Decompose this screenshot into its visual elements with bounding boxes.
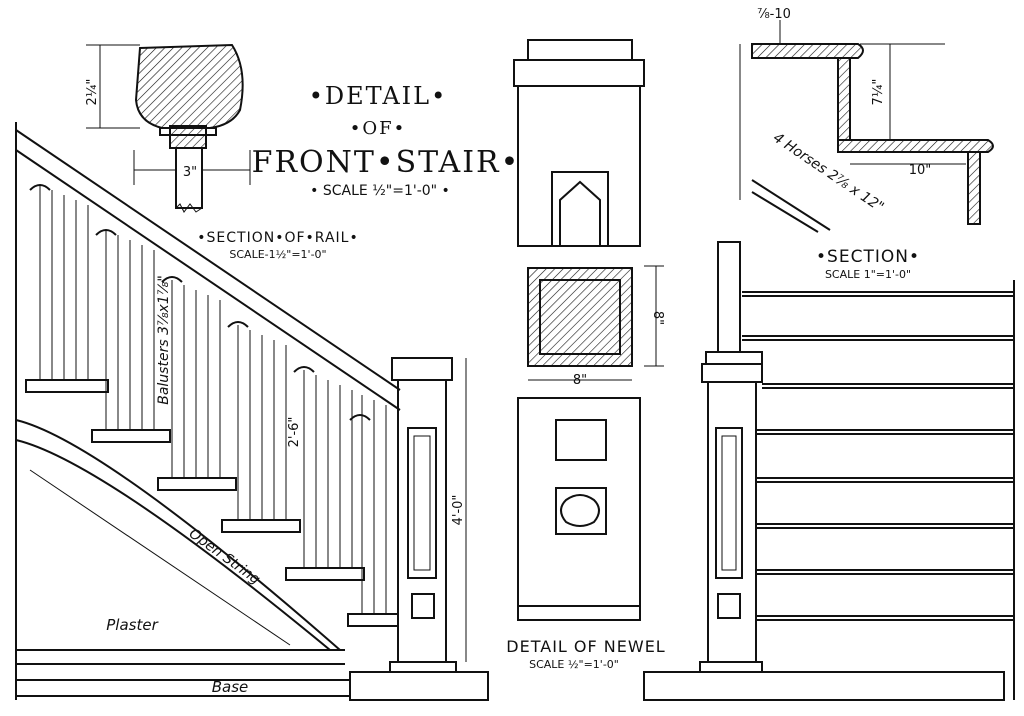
newel-side-dim: 8" — [650, 311, 665, 325]
rail-section-title: •SECTION•OF•RAIL• — [197, 230, 358, 246]
section-scale: SCALE 1"=1'-0" — [825, 268, 911, 281]
rail-height-label: 2'-6" — [287, 417, 302, 448]
stair-section — [739, 20, 994, 233]
title-scale: • SCALE ½"=1'-0" • — [310, 183, 450, 199]
right-stair-elevation — [643, 241, 1015, 701]
open-string-label: Open String — [186, 526, 263, 588]
newel-detail-title: DETAIL OF NEWEL — [506, 637, 665, 656]
plaster-label: Plaster — [106, 616, 158, 634]
newel-detail-scale: SCALE ½"=1'-0" — [529, 658, 619, 671]
rail-width-dim: 3" — [183, 165, 197, 180]
balusters-label: Balusters 3⅞x1⅞" — [156, 275, 172, 405]
left-newel-post — [349, 357, 489, 701]
base-label: Base — [212, 678, 249, 696]
section-riser-dim: 7¼" — [871, 79, 886, 106]
title-line-1: •DETAIL• — [309, 82, 448, 110]
section-top-dim: ⅞-10 — [757, 7, 791, 22]
rail-section-scale: SCALE-1½"=1'-0" — [229, 248, 326, 261]
stair-elevation — [15, 122, 401, 700]
section-tread-dim: 10" — [909, 163, 932, 178]
section-title: •SECTION• — [816, 247, 920, 267]
title-line-3: FRONT•STAIR• — [252, 145, 521, 180]
newel-detail — [513, 39, 664, 621]
title-line-2: •OF• — [350, 118, 406, 139]
rail-section — [86, 43, 251, 213]
newel-width-dim: 8" — [573, 373, 587, 388]
newel-height-label: 4'-0" — [451, 495, 466, 526]
rail-height-dim: 2¼" — [85, 79, 100, 106]
